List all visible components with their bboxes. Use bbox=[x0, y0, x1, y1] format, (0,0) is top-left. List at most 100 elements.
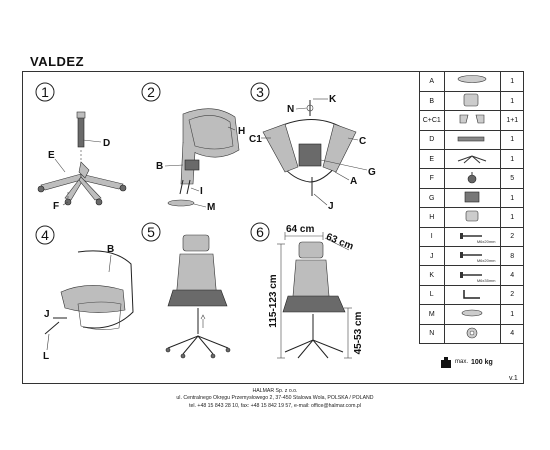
part-picture bbox=[443, 72, 501, 92]
headrest-step6-drawing bbox=[298, 241, 324, 259]
assembly-drawing: 1 D E F 2 bbox=[35, 82, 376, 362]
part-letter: H bbox=[420, 207, 445, 228]
armrest-pair-icon bbox=[459, 115, 485, 124]
part-size-caption: M6x35mm bbox=[476, 277, 496, 283]
part-quantity: 1 bbox=[499, 304, 524, 325]
part-picture bbox=[443, 129, 501, 151]
callout-c1: C1 bbox=[249, 134, 262, 145]
bolt-icon bbox=[460, 252, 482, 259]
part-quantity: 1+1 bbox=[499, 110, 524, 131]
weight-icon bbox=[441, 357, 451, 368]
gas-lift-drawing bbox=[77, 116, 85, 148]
callout-c: C bbox=[359, 136, 366, 147]
seat-step5-drawing bbox=[167, 289, 228, 307]
step-4-circle bbox=[35, 225, 55, 245]
max-load-value: 100 kg bbox=[471, 358, 493, 366]
part-picture: M6x20mm bbox=[443, 246, 501, 267]
step-4-number: 4 bbox=[41, 227, 49, 243]
part-letter: G bbox=[420, 187, 445, 209]
part-quantity: 1 bbox=[499, 90, 524, 112]
part-letter: B bbox=[420, 90, 445, 112]
callout-l: L bbox=[43, 351, 49, 362]
callout-j-step4: J bbox=[44, 309, 50, 320]
step-2-circle bbox=[141, 82, 161, 102]
step-3-panel: 3 N K C C1 G A J bbox=[249, 82, 376, 212]
part-letter: A bbox=[420, 72, 445, 92]
step-3-number: 3 bbox=[256, 84, 264, 100]
step-1-number: 1 bbox=[41, 84, 49, 100]
step-1-circle bbox=[35, 82, 55, 102]
mechanism-drawing bbox=[298, 143, 322, 167]
part-quantity: 4 bbox=[499, 265, 524, 286]
part-picture bbox=[443, 149, 501, 170]
bolt-icon bbox=[460, 232, 482, 239]
part-picture bbox=[443, 304, 501, 325]
callout-d: D bbox=[103, 138, 110, 149]
step-2-number: 2 bbox=[147, 84, 155, 100]
part-quantity: 1 bbox=[499, 187, 524, 209]
callout-j-step3: J bbox=[328, 201, 334, 212]
callout-h: H bbox=[238, 126, 245, 137]
part-letter: K bbox=[420, 265, 445, 286]
part-quantity: 4 bbox=[499, 323, 524, 344]
footer: HALMAR Sp. z o.o. ul. Centralnego Okręgu… bbox=[0, 388, 550, 410]
callout-k: K bbox=[329, 94, 337, 105]
callout-e: E bbox=[48, 150, 55, 161]
footer-contact: tel. +48 15 843 28 10, fax: +48 15 842 1… bbox=[189, 402, 361, 409]
part-picture bbox=[443, 168, 501, 189]
part-size-caption: M6x20mm bbox=[476, 239, 496, 245]
dimension-depth: 63 cm bbox=[324, 232, 355, 253]
callout-f: F bbox=[53, 201, 59, 212]
callout-i: I bbox=[200, 186, 203, 197]
part-quantity: 1 bbox=[499, 72, 524, 92]
step-5-circle bbox=[141, 222, 161, 242]
callout-m: M bbox=[207, 202, 215, 213]
step-3-circle bbox=[250, 82, 270, 102]
step-5-number: 5 bbox=[147, 224, 155, 240]
step-2-panel: 2 H B I M bbox=[141, 82, 245, 213]
part-quantity: 1 bbox=[499, 149, 524, 170]
part-picture bbox=[443, 323, 501, 344]
document-title: VALDEZ bbox=[30, 54, 85, 69]
callout-n: N bbox=[287, 104, 294, 115]
max-load-indicator: max. 100 kg bbox=[440, 356, 493, 368]
instruction-frame: 1 D E F 2 bbox=[22, 71, 524, 384]
part-picture: M6x35mm bbox=[443, 265, 501, 286]
allen-key-icon bbox=[463, 289, 480, 299]
bolt-icon bbox=[460, 271, 482, 278]
step-4-panel: 4 B J L bbox=[35, 225, 134, 362]
callout-b-step2: B bbox=[156, 161, 163, 172]
washer-icon bbox=[466, 327, 478, 339]
cover-icon bbox=[461, 310, 483, 317]
step-6-panel: 6 64 cm 63 cm 115-123 cm 45-53 cm bbox=[250, 222, 364, 359]
step-1-panel: 1 D E F bbox=[35, 82, 127, 212]
seat-step6-drawing bbox=[282, 295, 346, 313]
chair-side-drawing bbox=[77, 250, 134, 329]
headrest-step5-drawing bbox=[182, 234, 210, 252]
dimension-seat-height: 45-53 cm bbox=[353, 311, 364, 354]
armrest-c-drawing bbox=[322, 123, 357, 173]
part-quantity: 2 bbox=[499, 284, 524, 306]
caster-icon bbox=[467, 171, 477, 183]
part-letter: C+C1 bbox=[420, 110, 445, 131]
part-quantity: 8 bbox=[499, 246, 524, 267]
seat-icon bbox=[457, 75, 487, 84]
version-label: v.1 bbox=[509, 375, 518, 382]
step-6-circle bbox=[250, 222, 270, 242]
cover-m-drawing bbox=[167, 199, 195, 207]
callout-a: A bbox=[350, 176, 357, 187]
headrest-icon bbox=[465, 211, 479, 222]
part-picture bbox=[443, 187, 501, 209]
part-picture bbox=[443, 207, 501, 228]
